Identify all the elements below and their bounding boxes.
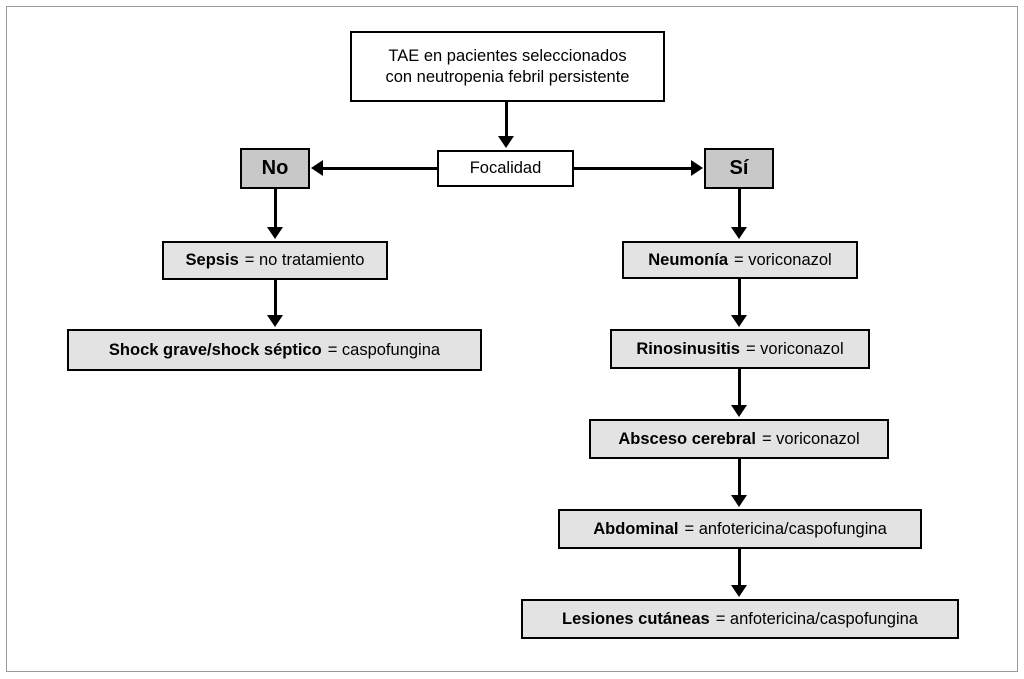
node-lesiones-cutaneas: Lesiones cutáneas = anfotericina/caspofu… [521,599,959,639]
arrowhead-si-to-neumonia [731,227,747,239]
node-focalidad: Focalidad [437,150,574,187]
arrowhead-root-to-focalidad [498,136,514,148]
arrowhead-no-to-sepsis [267,227,283,239]
node-shock-septico: Shock grave/shock séptico = caspofungina [67,329,482,371]
node-shock-septico-treatment: = caspofungina [327,340,441,359]
arrowhead-absceso-to-abdominal [731,495,747,507]
node-rinosinusitis: Rinosinusitis = voriconazol [610,329,870,369]
node-absceso-cerebral-treatment: = voriconazol [761,429,860,448]
node-sepsis: Sepsis = no tratamiento [162,241,388,280]
node-root-line1: TAE en pacientes seleccionados [388,47,627,66]
arrowhead-focalidad-to-no [311,160,323,176]
node-sepsis-treatment: = no tratamiento [244,251,365,270]
node-neumonia-term: Neumonía [648,250,729,269]
node-neumonia: Neumonía = voriconazol [622,241,858,279]
node-branch-no-label: No [261,157,289,180]
node-absceso-cerebral-term: Absceso cerebral [618,429,756,448]
node-focalidad-label: Focalidad [469,159,542,178]
arrowhead-abdominal-to-lesiones [731,585,747,597]
node-root-line2: con neutropenia febril persistente [385,67,630,86]
connector-absceso-to-abdominal [738,459,741,497]
node-rinosinusitis-term: Rinosinusitis [636,339,740,358]
connector-sepsis-to-shock [274,280,277,317]
connector-neumonia-to-rinosinusitis [738,279,741,317]
node-lesiones-cutaneas-treatment: = anfotericina/caspofungina [715,609,918,628]
node-root-tae: TAE en pacientes seleccionados con neutr… [350,31,665,102]
node-branch-si-label: Sí [729,157,749,180]
arrowhead-sepsis-to-shock [267,315,283,327]
node-abdominal: Abdominal = anfotericina/caspofungina [558,509,922,549]
node-abdominal-treatment: = anfotericina/caspofungina [684,519,887,538]
connector-abdominal-to-lesiones [738,549,741,587]
node-branch-si: Sí [704,148,774,189]
arrowhead-neumonia-to-rinosinusitis [731,315,747,327]
node-rinosinusitis-treatment: = voriconazol [745,339,844,358]
node-branch-no: No [240,148,310,189]
node-shock-septico-term: Shock grave/shock séptico [108,340,322,359]
connector-focalidad-to-no [322,167,438,170]
connector-rinosinusitis-to-absceso [738,369,741,407]
connector-si-to-neumonia [738,189,741,229]
node-sepsis-term: Sepsis [185,251,239,270]
node-absceso-cerebral: Absceso cerebral = voriconazol [589,419,889,459]
node-neumonia-treatment: = voriconazol [734,250,832,269]
node-lesiones-cutaneas-term: Lesiones cutáneas [562,609,710,628]
arrowhead-rinosinusitis-to-absceso [731,405,747,417]
connector-focalidad-to-si [573,167,692,170]
arrowhead-focalidad-to-si [691,160,703,176]
node-abdominal-term: Abdominal [593,519,679,538]
connector-no-to-sepsis [274,189,277,229]
connector-root-to-focalidad [505,102,508,138]
